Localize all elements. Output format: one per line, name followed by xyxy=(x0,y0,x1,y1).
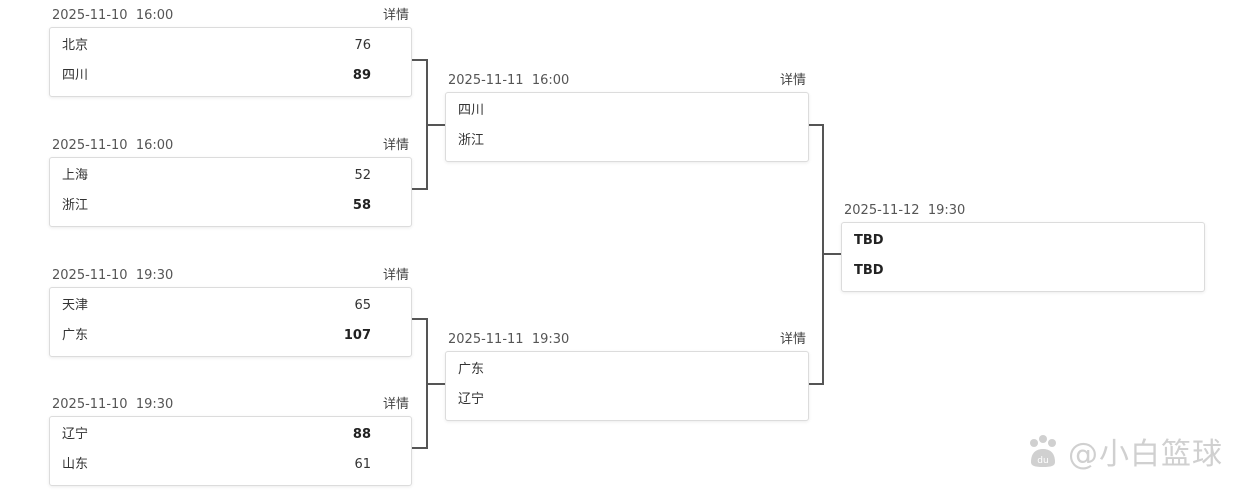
team-name: 辽宁 xyxy=(458,392,485,407)
team-name: TBD xyxy=(854,263,884,278)
team-name: 山东 xyxy=(62,457,89,472)
match-date: 2025-11-12 19:30 xyxy=(844,203,966,218)
team-score: 61 xyxy=(354,457,371,472)
connector-line xyxy=(412,447,427,449)
team-row: TBD xyxy=(842,256,1204,286)
detail-link[interactable]: 详情 xyxy=(779,73,806,88)
team-name: 广东 xyxy=(458,362,485,377)
team-row: 四川 xyxy=(446,96,808,126)
svg-text:du: du xyxy=(1037,456,1048,466)
team-row: TBD xyxy=(842,226,1204,256)
connector-line xyxy=(412,59,427,61)
team-row: 辽宁 xyxy=(446,385,808,415)
team-row: 山东 61 xyxy=(50,450,411,480)
match-card[interactable]: 辽宁 88 山东 61 xyxy=(49,416,412,486)
watermark: du @小白篮球 xyxy=(1024,427,1223,475)
detail-link[interactable]: 详情 xyxy=(382,138,409,153)
connector-line xyxy=(426,383,445,385)
detail-link[interactable]: 详情 xyxy=(382,397,409,412)
match-header: 2025-11-11 19:30 详情 xyxy=(448,331,806,349)
team-name: 浙江 xyxy=(62,198,89,213)
team-row: 上海 52 xyxy=(50,161,411,191)
match-card[interactable]: 北京 76 四川 89 xyxy=(49,27,412,97)
connector-line xyxy=(412,188,427,190)
match-date: 2025-11-11 19:30 xyxy=(448,332,570,347)
team-name: 四川 xyxy=(458,103,485,118)
match-header: 2025-11-10 19:30 详情 xyxy=(52,267,409,285)
match-card[interactable]: 上海 52 浙江 58 xyxy=(49,157,412,227)
match-date: 2025-11-10 19:30 xyxy=(52,397,174,412)
team-score: 52 xyxy=(354,168,371,183)
match-card[interactable]: 四川 浙江 xyxy=(445,92,809,162)
team-name: 四川 xyxy=(62,68,89,83)
team-row: 浙江 58 xyxy=(50,191,411,221)
team-name: 辽宁 xyxy=(62,427,89,442)
match-card[interactable]: 广东 辽宁 xyxy=(445,351,809,421)
match-date: 2025-11-10 19:30 xyxy=(52,268,174,283)
team-row: 广东 xyxy=(446,355,808,385)
team-row: 浙江 xyxy=(446,126,808,156)
connector-line xyxy=(809,383,823,385)
match-date: 2025-11-10 16:00 xyxy=(52,8,174,23)
team-score: 88 xyxy=(352,427,371,442)
match-card[interactable]: 天津 65 广东 107 xyxy=(49,287,412,357)
detail-link[interactable]: 详情 xyxy=(779,332,806,347)
team-row: 北京 76 xyxy=(50,31,411,61)
team-name: 广东 xyxy=(62,328,89,343)
team-row: 天津 65 xyxy=(50,291,411,321)
team-score: 58 xyxy=(352,198,371,213)
team-name: TBD xyxy=(854,233,884,248)
team-score: 107 xyxy=(343,328,371,343)
team-name: 北京 xyxy=(62,38,89,53)
match-header: 2025-11-12 19:30 xyxy=(844,202,1202,220)
team-score: 76 xyxy=(354,38,371,53)
watermark-text: @小白篮球 xyxy=(1068,437,1223,472)
team-name: 浙江 xyxy=(458,133,485,148)
team-score: 65 xyxy=(354,298,371,313)
team-row: 辽宁 88 xyxy=(50,420,411,450)
team-row: 广东 107 xyxy=(50,321,411,351)
connector-line xyxy=(809,124,823,126)
detail-link[interactable]: 详情 xyxy=(382,8,409,23)
team-score: 89 xyxy=(352,68,371,83)
connector-line xyxy=(822,253,841,255)
match-header: 2025-11-10 16:00 详情 xyxy=(52,7,409,25)
team-row: 四川 89 xyxy=(50,61,411,91)
match-date: 2025-11-11 16:00 xyxy=(448,73,570,88)
team-name: 上海 xyxy=(62,168,89,183)
match-header: 2025-11-10 16:00 详情 xyxy=(52,137,409,155)
du-logo-icon: du xyxy=(1024,432,1062,470)
match-header: 2025-11-11 16:00 详情 xyxy=(448,72,806,90)
match-card[interactable]: TBD TBD xyxy=(841,222,1205,292)
team-name: 天津 xyxy=(62,298,89,313)
match-header: 2025-11-10 19:30 详情 xyxy=(52,396,409,414)
match-date: 2025-11-10 16:00 xyxy=(52,138,174,153)
connector-line xyxy=(426,124,445,126)
connector-line xyxy=(412,318,427,320)
detail-link[interactable]: 详情 xyxy=(382,268,409,283)
